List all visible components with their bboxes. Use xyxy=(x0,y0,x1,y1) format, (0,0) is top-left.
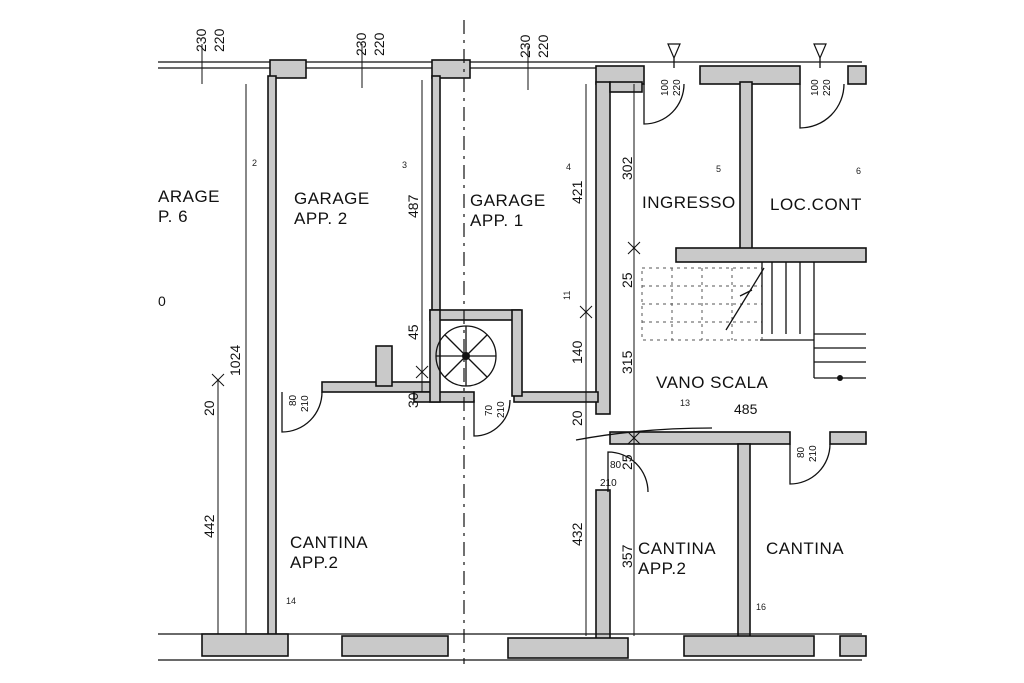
svg-text:357: 357 xyxy=(619,544,635,568)
svg-text:20: 20 xyxy=(201,400,217,416)
room-label-cantina-app2-left-sub: APP.2 xyxy=(290,553,339,572)
svg-text:442: 442 xyxy=(201,514,217,538)
room-label-cantina: CANTINA xyxy=(766,539,844,558)
room-label-garage-app1: GARAGE xyxy=(470,191,546,210)
svg-text:100: 100 xyxy=(810,79,821,96)
room-label-cantina-app2-left: CANTINA xyxy=(290,533,368,552)
svg-text:70: 70 xyxy=(484,404,495,416)
dimension-lines xyxy=(211,80,641,636)
room-number: 6 xyxy=(856,166,861,176)
room-label-garage-6-app: P. 6 xyxy=(158,207,188,226)
svg-text:1024: 1024 xyxy=(227,345,243,376)
svg-text:230: 230 xyxy=(193,28,209,52)
room-label-garage-app1-sub: APP. 1 xyxy=(470,211,524,230)
room-label-garage-app2-sub: APP. 2 xyxy=(294,209,348,228)
wall-pillar xyxy=(375,345,393,387)
svg-text:487: 487 xyxy=(405,194,421,218)
svg-text:230: 230 xyxy=(353,32,369,56)
spiral-stair xyxy=(435,325,497,387)
wall-top-far-right xyxy=(847,65,867,85)
room-number: 13 xyxy=(680,398,690,408)
svg-text:80: 80 xyxy=(288,394,299,406)
room-label-garage-app2: GARAGE xyxy=(294,189,370,208)
wall-vertical xyxy=(595,489,611,641)
wall-pier xyxy=(269,59,307,79)
door-swing xyxy=(473,399,511,437)
room-number: 5 xyxy=(716,164,721,174)
stair-enclosure xyxy=(429,309,521,321)
wall-inner xyxy=(609,81,643,93)
room-label-cantina-app2-right-sub: APP.2 xyxy=(638,559,687,578)
svg-text:302: 302 xyxy=(619,156,635,180)
wall-vertical xyxy=(267,75,277,637)
svg-text:210: 210 xyxy=(808,445,819,462)
main-stair xyxy=(641,262,866,381)
svg-text:220: 220 xyxy=(371,32,387,56)
door-swing xyxy=(281,391,323,433)
wall-stair-top xyxy=(675,247,867,263)
wall-vertical xyxy=(739,81,753,253)
wall-vertical xyxy=(595,81,611,415)
wall-bottom xyxy=(683,635,815,657)
svg-text:45: 45 xyxy=(405,324,421,340)
room-number: 11 xyxy=(562,291,572,300)
room-number: 0 xyxy=(158,293,166,309)
svg-text:220: 220 xyxy=(822,79,833,96)
svg-text:25: 25 xyxy=(619,454,635,470)
svg-text:421: 421 xyxy=(569,180,585,204)
wall-bottom xyxy=(201,633,289,657)
door-swing xyxy=(643,83,685,125)
wall-bottom xyxy=(341,635,449,657)
stair-enclosure xyxy=(511,309,523,397)
dimension-texts: 1024 20 442 487 45 30 421 140 20 432 302… xyxy=(201,156,758,568)
cut-line xyxy=(575,427,713,441)
level-markers xyxy=(667,43,827,68)
door-swing xyxy=(789,443,831,485)
svg-text:140: 140 xyxy=(569,340,585,364)
svg-text:80: 80 xyxy=(610,460,622,471)
svg-text:315: 315 xyxy=(619,350,635,374)
door-swing xyxy=(799,83,845,129)
svg-text:210: 210 xyxy=(496,401,507,418)
room-number: 3 xyxy=(402,160,407,170)
room-number: 4 xyxy=(566,162,571,172)
wall-bottom xyxy=(507,637,629,659)
svg-text:220: 220 xyxy=(672,79,683,96)
walls xyxy=(158,59,867,661)
wall-horizontal xyxy=(413,391,475,403)
room-label-garage-6: ARAGE xyxy=(158,187,220,206)
top-openings: 230 220 230 220 230 220 xyxy=(193,28,551,90)
room-label-loc-cont: LOC.CONT xyxy=(770,195,862,214)
svg-text:220: 220 xyxy=(535,34,551,58)
room-number: 2 xyxy=(252,158,257,168)
door-sizes: 100 220 100 220 80 210 70 210 80 210 80 … xyxy=(288,79,833,489)
room-number: 16 xyxy=(756,602,766,612)
wall-horizontal xyxy=(609,431,791,445)
wall-horizontal xyxy=(513,391,599,403)
svg-text:432: 432 xyxy=(569,522,585,546)
svg-text:100: 100 xyxy=(660,79,671,96)
svg-text:485: 485 xyxy=(734,401,758,417)
svg-text:25: 25 xyxy=(619,272,635,288)
svg-text:20: 20 xyxy=(569,410,585,426)
doors xyxy=(281,83,845,493)
wall-vertical xyxy=(737,443,751,641)
wall-bottom xyxy=(839,635,867,657)
svg-text:210: 210 xyxy=(300,395,311,412)
room-label-cantina-app2-right: CANTINA xyxy=(638,539,716,558)
svg-text:210: 210 xyxy=(600,478,617,489)
wall-pier xyxy=(431,59,471,79)
svg-text:220: 220 xyxy=(211,28,227,52)
svg-text:30: 30 xyxy=(405,392,421,408)
wall-horizontal xyxy=(829,431,867,445)
svg-text:230: 230 xyxy=(517,34,533,58)
room-number: 14 xyxy=(286,596,296,606)
room-label-ingresso: INGRESSO xyxy=(642,193,736,212)
wall-vertical xyxy=(431,75,441,313)
svg-text:80: 80 xyxy=(796,446,807,458)
room-label-vano-scala: VANO SCALA xyxy=(656,373,769,392)
